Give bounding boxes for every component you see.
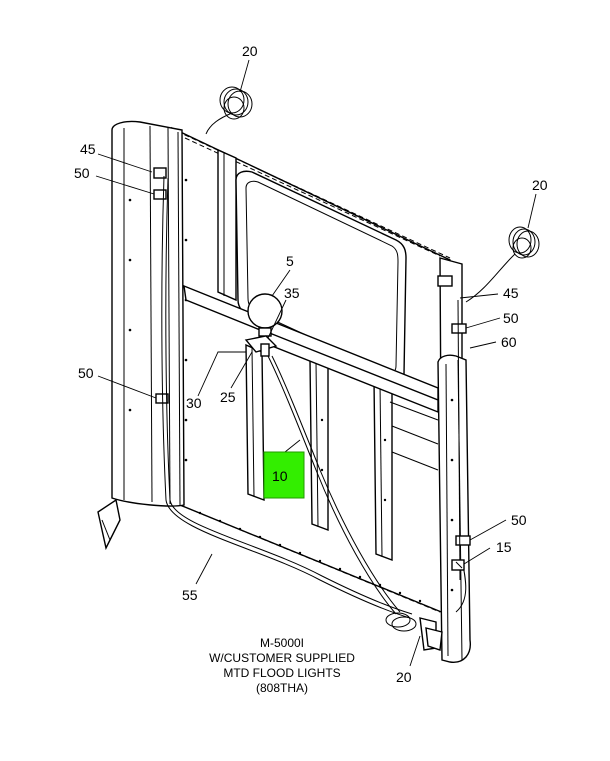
right-side-post [437,257,471,663]
coiled-cord-top [205,86,253,135]
light-mount [260,343,270,357]
callout-50-left-upper: 50 [74,165,90,181]
coiled-cord-bottom [385,612,443,651]
highlight-box-10 [263,451,305,499]
caption-line-1: M-5000I [260,636,304,650]
caption-line-3: MTD FLOOD LIGHTS [223,666,340,680]
callout-25: 25 [220,389,236,405]
bracket-45-right [437,275,453,287]
connector-15 [451,559,465,571]
callout-labels: 20 45 50 50 20 5 35 45 50 60 25 30 10 50… [74,43,548,685]
clip-50-lower-right [455,535,471,546]
callout-60: 60 [501,334,517,350]
callout-50-right-upper: 50 [503,310,519,326]
callout-45-left: 45 [80,141,96,157]
figure-caption: M-5000I W/CUSTOMER SUPPLIED MTD FLOOD LI… [209,636,355,695]
callout-5: 5 [286,253,294,269]
callout-20-right: 20 [532,177,548,193]
callout-15: 15 [496,539,512,555]
callout-20-bottom: 20 [396,669,412,685]
wire-harness [161,175,467,619]
callout-35: 35 [284,285,300,301]
callout-30: 30 [186,395,202,411]
coiled-cord-right [465,226,540,303]
caption-line-2: W/CUSTOMER SUPPLIED [209,651,355,665]
cross-members [183,284,439,471]
callout-10: 10 [272,468,288,484]
callout-50-right-lower: 50 [511,512,527,528]
caption-line-4: (808THA) [256,681,308,695]
callout-20-top: 20 [242,43,258,59]
clip-50-upper-right [451,323,467,334]
leader-lines [95,59,537,667]
vertical-channels [217,148,393,562]
callout-50-left-lower: 50 [78,365,94,381]
callout-45-right: 45 [503,285,519,301]
callout-55: 55 [182,587,198,603]
bracket-45-left [153,167,167,179]
clip-50-upper-left [153,189,167,200]
rivet-row [198,511,422,603]
flood-light [244,293,283,357]
left-side-post [97,120,188,551]
